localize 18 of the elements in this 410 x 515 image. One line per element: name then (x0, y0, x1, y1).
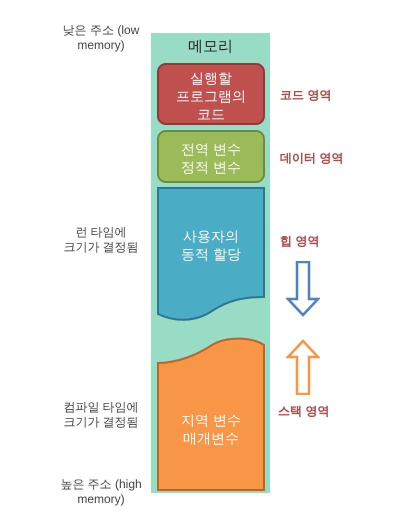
memory-segment-shape (157, 187, 265, 323)
region-label: 데이터 영역 (280, 150, 344, 167)
address-note: 컴파일 타임에 크기가 결정됨 (62, 400, 140, 430)
region-label: 힙 영역 (280, 233, 320, 250)
region-label: 스택 영역 (278, 403, 330, 420)
segment-label: 지역 변수 매개변수 (180, 411, 242, 447)
segment-label: 실행할 프로그램의 코드 (175, 69, 247, 123)
memory-title: 메모리 (187, 37, 234, 56)
region-label: 코드 영역 (280, 87, 332, 104)
segment-label: 전역 변수 정적 변수 (180, 140, 242, 176)
address-note: 낮은 주소 (low memory) (62, 23, 140, 53)
memory-segment-box (157, 63, 265, 125)
segment-label: 사용자의 동적 할당 (180, 227, 242, 263)
address-note: 런 타임에 크기가 결정됨 (62, 225, 140, 255)
memory-segment-box (157, 130, 265, 183)
memory-segment-shape (157, 335, 265, 491)
memory-column (151, 33, 270, 493)
address-note: 높은 주소 (high memory) (59, 477, 143, 507)
